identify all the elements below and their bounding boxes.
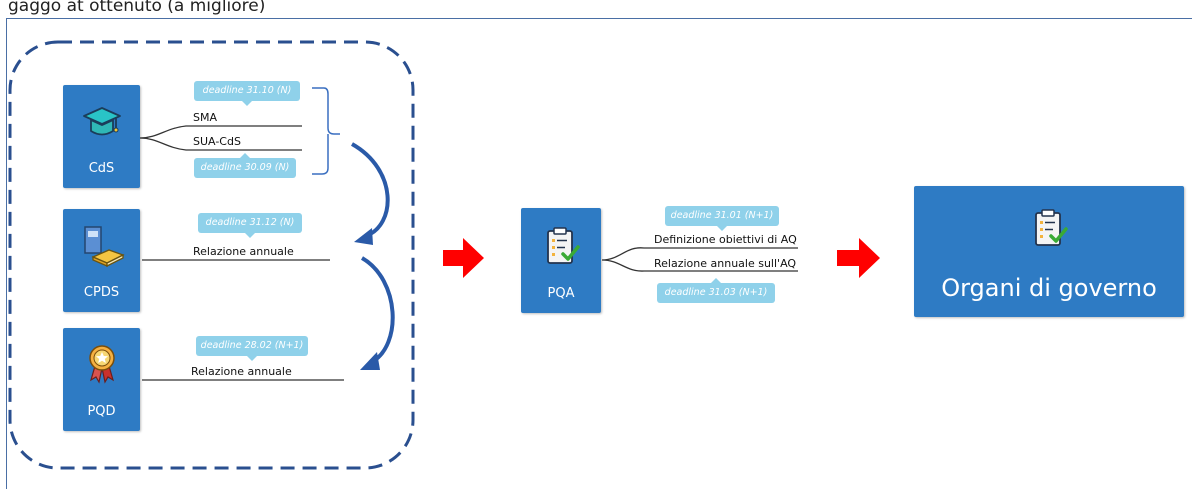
node-pqa[interactable]: PQA — [521, 208, 601, 313]
cpds-item-relazione-annuale: Relazione annuale — [193, 245, 294, 258]
cds-item-sua-cds: SUA-CdS — [193, 135, 241, 148]
award-medal-icon — [88, 345, 115, 384]
pqa-deadline-top-tag: deadline 31.01 (N+1) — [665, 206, 779, 231]
node-pqd[interactable]: PQD — [63, 328, 140, 431]
node-cpds[interactable]: CPDS — [63, 209, 140, 312]
node-pqa-label: PQA — [547, 286, 575, 301]
flow-arrow-cds-to-cpds — [351, 142, 390, 238]
graduation-cap-icon — [82, 107, 121, 136]
node-pqd-label: PQD — [87, 404, 116, 419]
red-arrow-2 — [837, 238, 880, 278]
pqd-item-relazione-annuale: Relazione annuale — [191, 365, 292, 378]
red-arrow-1 — [443, 238, 484, 278]
node-cds-label: CdS — [88, 161, 115, 176]
node-organi-di-governo-label: Organi di governo — [941, 274, 1157, 302]
cpds-deadline-tag: deadline 31.12 (N) — [198, 213, 302, 238]
pqd-deadline-tag: deadline 28.02 (N+1) — [196, 336, 308, 361]
flow-arrowhead-2 — [360, 352, 380, 370]
header-fragment: gaggo at ottenuto (a migliore) — [8, 0, 266, 16]
cds-deadline-top-tag: deadline 31.10 (N) — [194, 81, 300, 106]
cds-deadline-bottom-tag: deadline 30.09 (N) — [194, 153, 296, 178]
pqa-item-definizione-obiettivi: Definizione obiettivi di AQ — [654, 233, 797, 246]
flow-arrow-cpds-to-pqd — [360, 256, 395, 364]
diagram-frame — [6, 18, 1192, 489]
pqa-item-relazione-annuale-aq: Relazione annuale sull'AQ — [654, 257, 797, 270]
cds-item-sma: SMA — [193, 111, 217, 124]
checklist-icon — [1035, 209, 1068, 246]
flow-arrowhead-1 — [354, 228, 373, 245]
node-organi-di-governo[interactable]: Organi di governo — [914, 186, 1184, 317]
node-cds[interactable]: CdS — [63, 85, 140, 188]
pqa-deadline-bottom-tag: deadline 31.03 (N+1) — [657, 278, 775, 303]
pqa-branch-connector — [601, 247, 798, 272]
cds-bracket — [312, 87, 340, 175]
cds-branch-connector — [139, 125, 302, 151]
checklist-icon — [547, 227, 580, 264]
books-icon — [83, 226, 125, 267]
node-cpds-label: CPDS — [83, 285, 120, 300]
